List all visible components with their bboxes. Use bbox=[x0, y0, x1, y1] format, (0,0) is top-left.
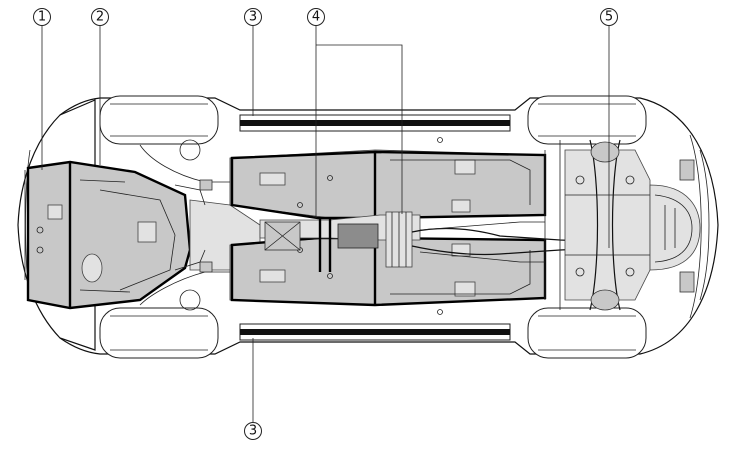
rear-left-wheel bbox=[527, 95, 647, 145]
side-sill-lower bbox=[239, 323, 511, 341]
callout-3-bottom: 3 bbox=[244, 422, 262, 440]
center-tunnel bbox=[259, 211, 421, 272]
callout-5-label: 5 bbox=[605, 10, 613, 25]
callout-2-label: 2 bbox=[96, 10, 104, 25]
callout-2: 2 bbox=[91, 8, 109, 26]
floor-under-cover-upper bbox=[229, 137, 547, 220]
rear-suspension bbox=[544, 139, 651, 311]
rear-spare-tire-area bbox=[649, 159, 701, 293]
callout-3-bottom-label: 3 bbox=[249, 424, 257, 439]
callout-5: 5 bbox=[600, 8, 618, 26]
front-right-wheel bbox=[99, 307, 219, 359]
callout-1: 1 bbox=[33, 8, 51, 26]
rear-right-wheel bbox=[527, 307, 647, 359]
engine-under-cover bbox=[26, 160, 192, 310]
callout-3-top: 3 bbox=[244, 8, 262, 26]
side-sill-upper bbox=[239, 114, 511, 132]
front-left-wheel bbox=[99, 95, 219, 145]
callout-4-label: 4 bbox=[312, 10, 320, 25]
callout-4: 4 bbox=[307, 8, 325, 26]
callout-1-label: 1 bbox=[38, 10, 46, 25]
callout-3-top-label: 3 bbox=[249, 10, 257, 25]
callout-leaders bbox=[41, 26, 610, 422]
